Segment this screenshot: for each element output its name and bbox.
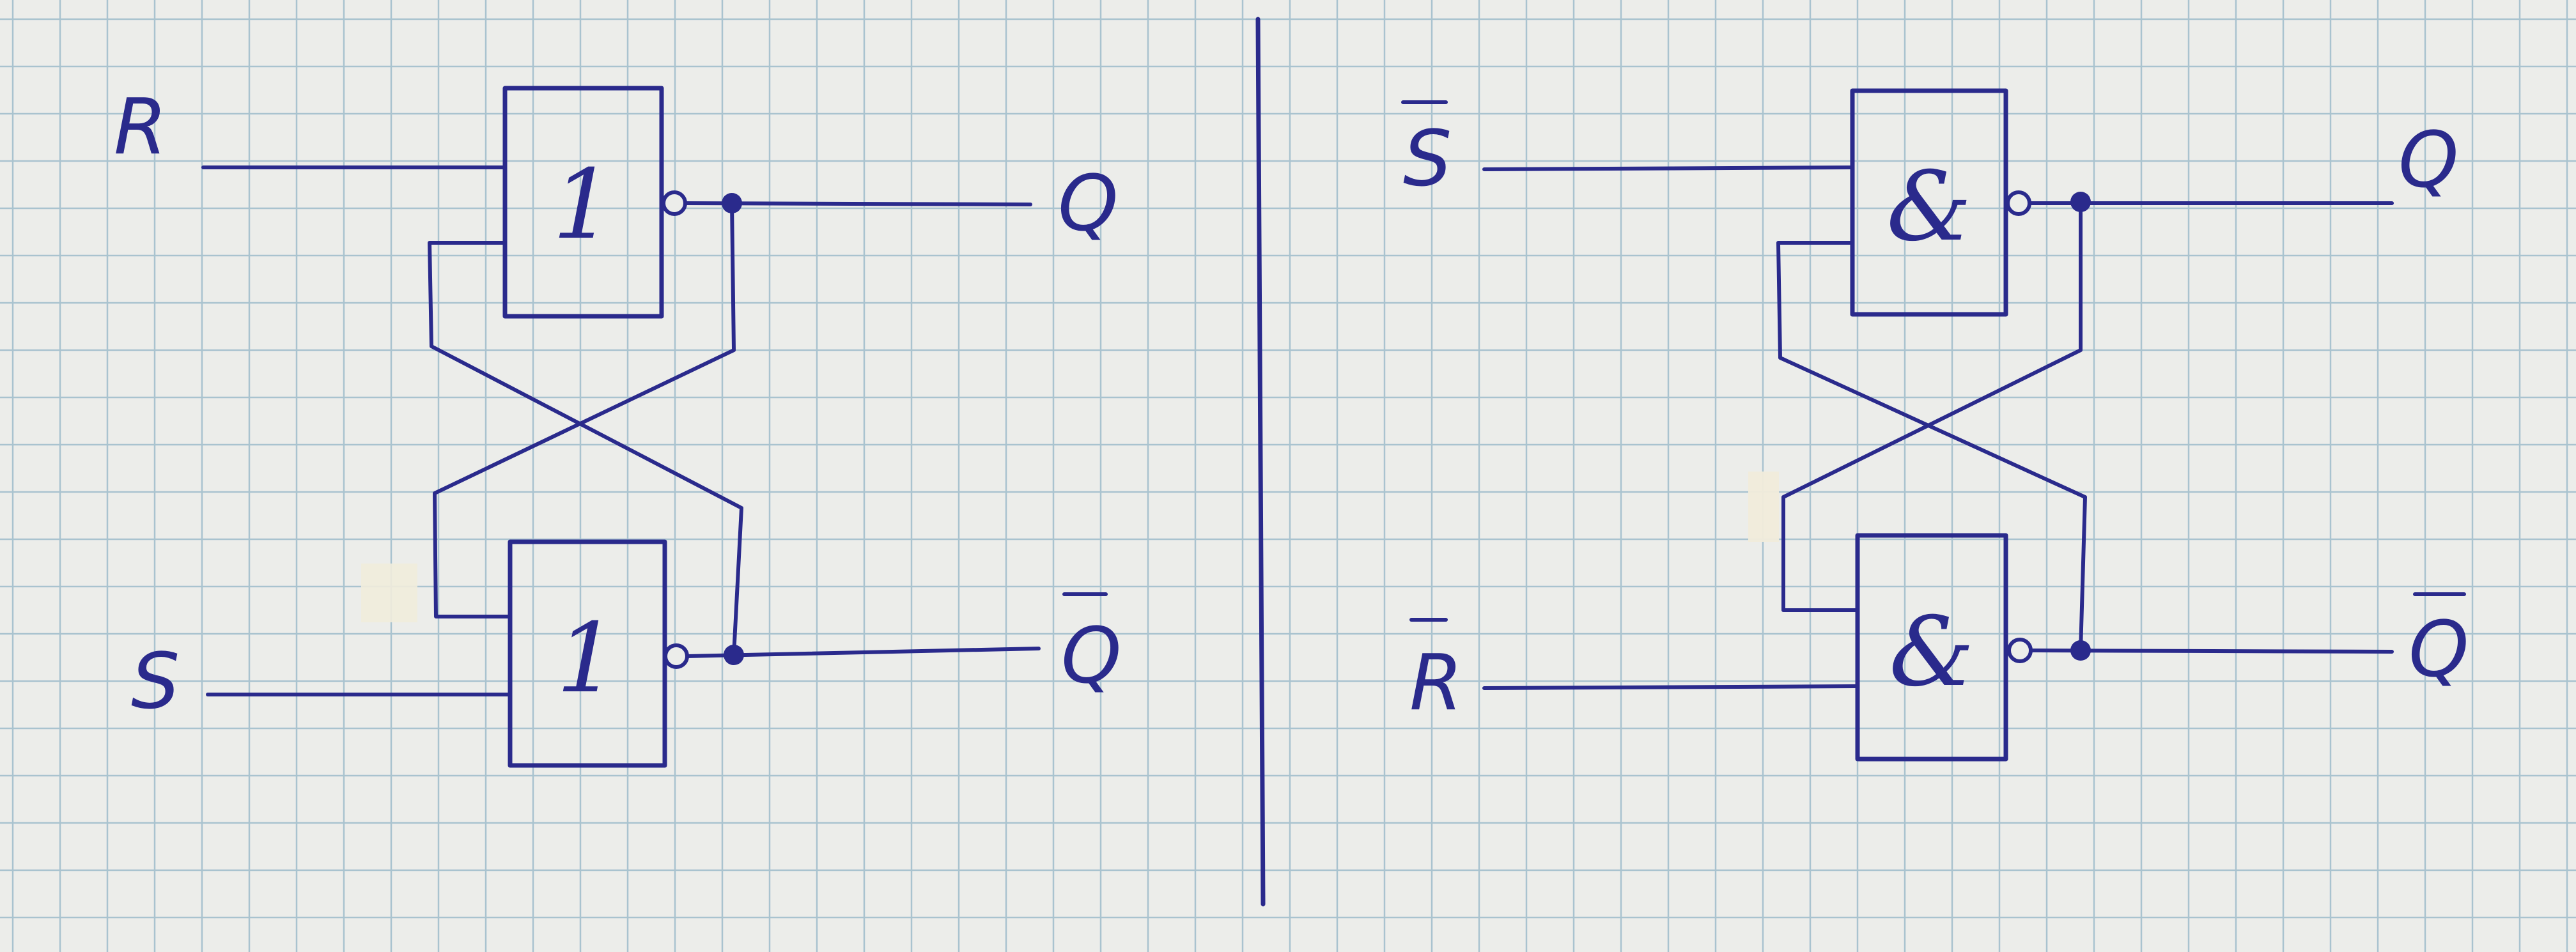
nor-gate-bottom-label: 1 — [556, 603, 617, 714]
nand-input-rbar-label: R — [1409, 639, 1463, 728]
nor-output-q-wire — [683, 201, 1032, 206]
nor-output-qbar-label: Q — [1061, 612, 1121, 701]
nor-output-q-label: Q — [1058, 160, 1118, 249]
nand-output-qbar-wire — [2029, 649, 2394, 654]
nand-output-qbar-label: Q — [2409, 606, 2469, 695]
nand-input-sbar-wire — [1482, 165, 1854, 171]
nor-input-s-label: S — [131, 638, 180, 726]
nor-gate-top-label: 1 — [552, 150, 613, 261]
nor-input-r-label: R — [114, 83, 167, 172]
nand-input-rbar-wire — [1482, 684, 1859, 690]
nor-feedback-from-qbar — [428, 241, 743, 657]
nand-gate-top — [1850, 88, 2008, 317]
tape-piece-right — [1748, 472, 1779, 542]
nand-input-sbar-label: S — [1403, 115, 1452, 204]
nor-feedback-from-q — [433, 201, 736, 618]
nand-gate-top-label: & — [1886, 151, 1972, 263]
nand-bottom-output-bubble — [2007, 638, 2033, 663]
tape-piece-left — [361, 564, 417, 622]
nand-latch-circuit: & & S R Q Q — [1401, 88, 2469, 762]
center-divider-line — [1255, 17, 1266, 907]
nor-bottom-output-bubble — [663, 643, 689, 669]
nand-output-q-label: Q — [2398, 116, 2458, 205]
nor-output-qbar-wire — [685, 647, 1041, 658]
nor-top-output-bubble — [662, 190, 687, 216]
nand-gate-bottom — [1855, 533, 2008, 762]
nand-feedback-from-qbar — [1776, 241, 2087, 652]
nand-gate-bottom-label: & — [1889, 597, 1975, 708]
nand-top-output-bubble — [2006, 190, 2031, 216]
nor-gate-top — [502, 86, 664, 319]
nand-feedback-from-q — [1781, 200, 2083, 612]
nor-latch-circuit: 1 1 R S Q Q — [114, 83, 1121, 768]
